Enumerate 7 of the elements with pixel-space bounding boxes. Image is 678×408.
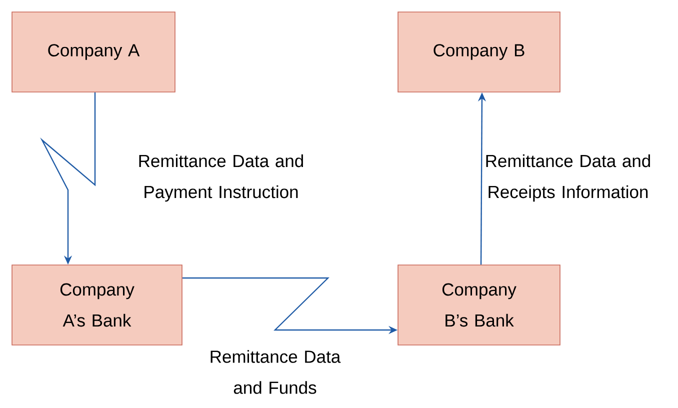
company-box: Company A’s Bank [12,264,182,346]
company-box: Company A [12,12,176,92]
company-box: Company B [398,12,560,92]
company-box: Company B’s Bank [398,264,560,346]
edge-label: Remittance Data and Funds [210,350,341,394]
edge-label: Remittance Data and Receipts Information [486,154,650,202]
edge-label: Remittance Data and Payment Instruction [139,154,304,202]
